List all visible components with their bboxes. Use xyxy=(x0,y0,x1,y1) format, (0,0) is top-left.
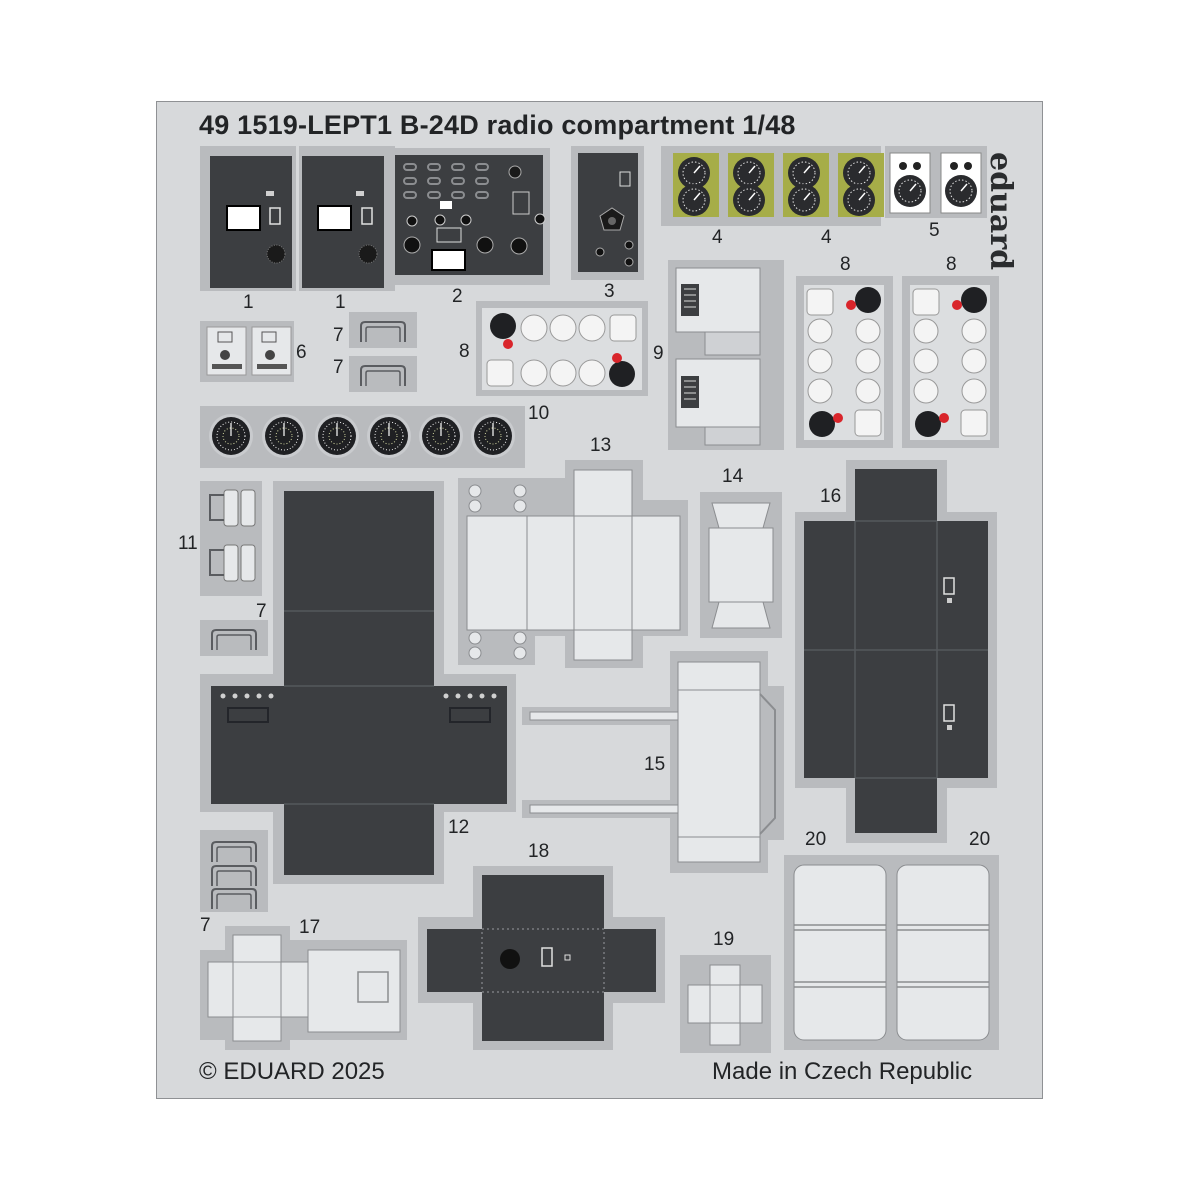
part-label-12: 12 xyxy=(448,817,470,838)
part-18 xyxy=(418,866,665,1050)
brand-logo-text: eduard xyxy=(983,152,1018,271)
part-8-small xyxy=(476,301,648,396)
part-15 xyxy=(522,651,784,873)
part-label-9: 9 xyxy=(653,343,664,364)
part-label-20b: 20 xyxy=(969,829,991,850)
part-label-20a: 20 xyxy=(805,829,827,850)
part-label-15: 15 xyxy=(644,754,666,775)
part-13 xyxy=(458,460,688,668)
part-label-3: 3 xyxy=(604,281,615,302)
part-2 xyxy=(390,148,550,285)
part-11 xyxy=(200,481,262,596)
part-label-5: 5 xyxy=(929,220,940,241)
part-label-14: 14 xyxy=(722,466,744,487)
part-label-7d: 7 xyxy=(200,915,211,936)
origin-text: Made in Czech Republic xyxy=(712,1058,973,1085)
part-8-tall-left xyxy=(796,276,893,448)
part-7-handles-top xyxy=(349,312,417,392)
part-10-dials xyxy=(200,406,525,468)
part-12 xyxy=(200,481,516,884)
part-label-13: 13 xyxy=(590,435,612,456)
part-4-gauges xyxy=(661,146,884,226)
part-label-2: 2 xyxy=(452,286,463,307)
part-7-handle-mid xyxy=(200,620,268,656)
part-5 xyxy=(885,146,987,218)
part-label-1b: 1 xyxy=(335,292,346,313)
part-label-8-right: 8 xyxy=(946,254,957,275)
part-1-right xyxy=(299,146,395,291)
part-label-7c: 7 xyxy=(256,601,267,622)
part-14 xyxy=(700,492,782,638)
part-19 xyxy=(680,955,771,1053)
part-16 xyxy=(795,460,997,843)
part-17 xyxy=(200,926,407,1050)
part-label-6: 6 xyxy=(296,342,307,363)
part-label-10: 10 xyxy=(528,403,550,424)
part-20 xyxy=(784,855,999,1050)
part-label-17: 17 xyxy=(299,917,321,938)
part-label-4b: 4 xyxy=(821,227,832,248)
part-6 xyxy=(200,321,294,382)
part-label-7b: 7 xyxy=(333,357,344,378)
part-9 xyxy=(668,260,784,450)
part-label-16: 16 xyxy=(820,486,842,507)
part-1-left xyxy=(200,146,296,291)
part-label-18: 18 xyxy=(528,841,550,862)
copyright-text: © EDUARD 2025 xyxy=(199,1058,385,1085)
sheet-title: 49 1519-LEPT1 B-24D radio compartment 1/… xyxy=(199,110,796,140)
part-label-8-small: 8 xyxy=(459,341,470,362)
part-label-8-left: 8 xyxy=(840,254,851,275)
part-label-4a: 4 xyxy=(712,227,723,248)
part-label-19: 19 xyxy=(713,929,735,950)
part-label-1a: 1 xyxy=(243,292,254,313)
part-7-handles-bottom xyxy=(200,830,268,912)
part-8-tall-right xyxy=(902,276,999,448)
part-3 xyxy=(571,146,644,280)
part-label-7a: 7 xyxy=(333,325,344,346)
part-label-11: 11 xyxy=(178,533,198,554)
